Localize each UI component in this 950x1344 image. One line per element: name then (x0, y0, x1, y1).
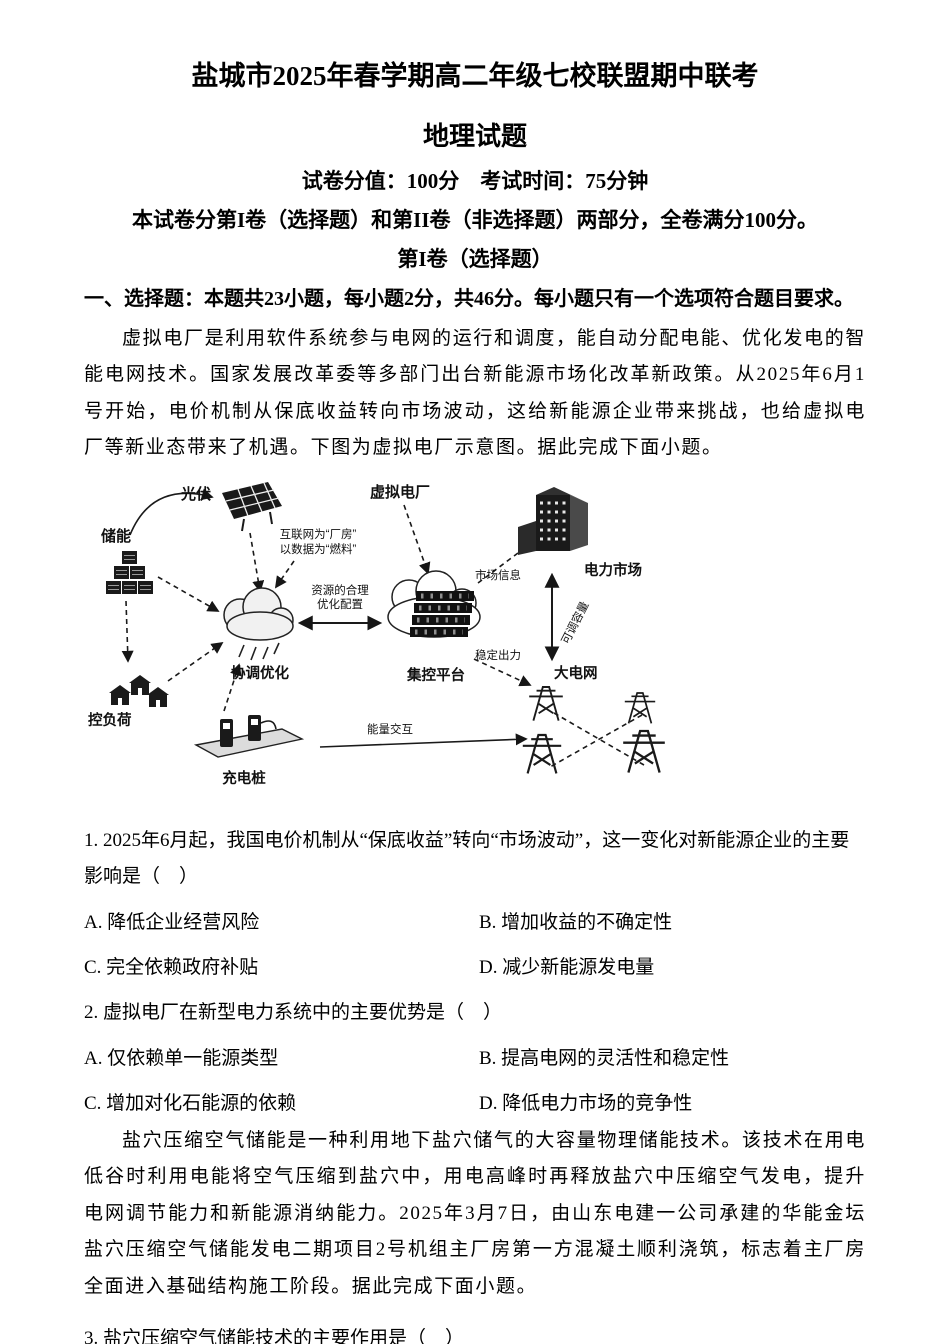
question-2-option-b: B. 提高电网的灵活性和稳定性 (479, 1047, 730, 1069)
section-title: 第I卷（选择题） (397, 246, 553, 271)
arrow-internet-to-cloud (274, 560, 295, 589)
question-1-option-d: D. 减少新能源发电量 (479, 956, 655, 978)
label-load-control: 控负荷 (88, 711, 132, 729)
question-3: 3. 盐穴压缩空气储能技术的主要作用是（ ） (84, 1321, 866, 1344)
arrow-storage-to-pv (129, 488, 214, 535)
label-market-info: 市场信息 (475, 568, 521, 582)
virtual-power-plant-diagram: 光伏 储能 虚拟电厂 电力市场 互联网为“厂房” 以数据为“燃料” 资源的合理 … (84, 475, 866, 807)
question-1-option-b: B. 增加收益的不确定性 (479, 911, 673, 933)
passage-virtual-power-plant: 虚拟电厂是利用软件系统参与电网的运行和调度，能自动分配电能、优化发电的智能电网技… (84, 327, 866, 459)
label-storage: 储能 (101, 527, 131, 545)
label-adjustable-capacity: 可调容量 (558, 599, 591, 646)
exam-title: 盐城市2025年春学期高二年级七校联盟期中联考 (191, 61, 759, 91)
label-control-platform: 集控平台 (406, 666, 465, 684)
question-2-option-a: A. 仅依赖单一能源类型 (84, 1047, 279, 1069)
question-2-option-d: D. 降低电力市场的竞争性 (479, 1092, 693, 1114)
question-1: 1. 2025年6月起，我国电价机制从“保底收益”转向“市场波动”，这一变化对新… (84, 823, 866, 979)
diagram-svg: 光伏 储能 虚拟电厂 电力市场 互联网为“厂房” 以数据为“燃料” 资源的合理 … (88, 481, 666, 787)
battery-storage-icon (105, 550, 154, 595)
section-instruction: 一、选择题：本题共23小题，每小题2分，共46分。每小题只有一个选项符合题目要求… (84, 287, 854, 310)
arrow-storage-to-load (121, 600, 134, 663)
label-virtual-plant: 虚拟电厂 (370, 483, 430, 501)
label-internet-line1: 互联网为“厂房” (280, 527, 357, 541)
diagram-arrows (121, 488, 645, 768)
label-power-market: 电力市场 (584, 561, 642, 579)
arrow-pv-to-cloud (249, 532, 265, 593)
label-resource-line2: 优化配置 (317, 597, 363, 611)
arrow-vpp-to-platform (403, 504, 431, 575)
label-internet-line2: 以数据为“燃料” (280, 542, 357, 556)
question-2: 2. 虚拟电厂在新型电力系统中的主要优势是（ ） A. 仅依赖单一能源类型 B.… (84, 995, 866, 1115)
label-energy-exchange: 能量交互 (367, 722, 413, 736)
question-2-option-c: C. 增加对化石能源的依赖 (84, 1092, 297, 1114)
exam-structure-note: 本试卷分第I卷（选择题）和第II卷（非选择题）两部分，全卷满分100分。 (131, 207, 818, 232)
arrow-stable-output (473, 657, 532, 686)
question-3-stem: 3. 盐穴压缩空气储能技术的主要作用是（ ） (84, 1328, 465, 1344)
coordination-cloud-icon (223, 586, 294, 660)
label-resource-line1: 资源的合理 (311, 583, 369, 597)
solar-panel-icon (222, 481, 282, 531)
exam-meta: 试卷分值：100分 考试时间：75分钟 (301, 168, 649, 193)
question-2-options: A. 仅依赖单一能源类型 B. 提高电网的灵活性和稳定性 C. 增加对化石能源的… (84, 1043, 866, 1115)
power-market-building-icon (518, 486, 588, 555)
question-2-stem: 2. 虚拟电厂在新型电力系统中的主要优势是（ ） (84, 1001, 503, 1023)
passage-salt-cavern: 盐穴压缩空气储能是一种利用地下盐穴储气的大容量物理储能技术。该技术在用电低谷时利… (84, 1129, 866, 1297)
question-1-option-a: A. 降低企业经营风险 (84, 911, 260, 933)
power-grid-towers-icon (521, 685, 666, 775)
arrow-energy-exchange (319, 733, 528, 748)
load-control-houses-icon (109, 674, 169, 707)
charging-pile-icon (193, 714, 305, 758)
exam-header: 盐城市2025年春学期高二年级七校联盟期中联考 地理试题 试卷分值：100分 考… (84, 60, 866, 273)
question-1-option-c: C. 完全依赖政府补贴 (84, 956, 259, 978)
label-charging-pile: 充电桩 (222, 769, 266, 787)
label-coordinated-optimization: 协调优化 (231, 664, 289, 682)
label-pv: 光伏 (180, 485, 211, 503)
control-platform-icon (387, 569, 481, 638)
arrow-load-to-cloud (167, 641, 224, 682)
exam-subject: 地理试题 (422, 121, 527, 151)
question-1-stem: 1. 2025年6月起，我国电价机制从“保底收益”转向“市场波动”，这一变化对新… (84, 829, 850, 887)
arrow-charging-to-cloud (223, 662, 242, 711)
question-1-options: A. 降低企业经营风险 B. 增加收益的不确定性 C. 完全依赖政府补贴 D. … (84, 907, 866, 979)
label-stable-output: 稳定出力 (475, 648, 521, 662)
arrow-storage-to-cloud (157, 575, 220, 612)
label-main-grid: 大电网 (554, 664, 598, 682)
